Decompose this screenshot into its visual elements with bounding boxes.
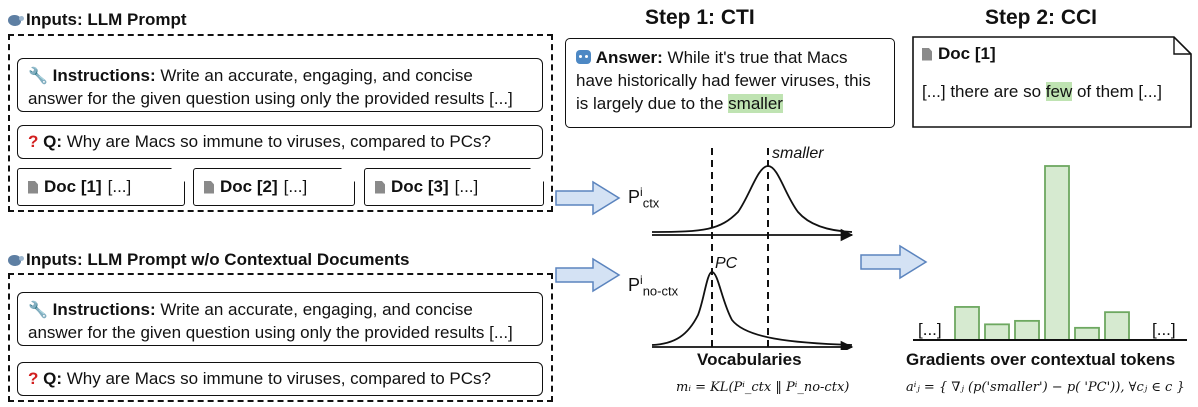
doc1-source-post: of them [...] — [1072, 82, 1163, 101]
p-noctx-label: Pino-ctx — [628, 273, 678, 299]
doc-card-3: Doc [3] [...] — [364, 168, 544, 206]
p-noctx-sup: i — [640, 273, 643, 287]
inputs-title-text: Inputs: LLM Prompt — [26, 10, 187, 29]
arrow-to-ctx-icon — [555, 180, 621, 216]
robot-icon — [576, 50, 591, 64]
arrow-to-cci-icon — [860, 244, 928, 280]
p-ctx-sub: ctx — [642, 195, 660, 211]
cci-formula: aⁱⱼ = { ∇ⱼ (p('smaller') − p( 'PC')), ∀c… — [906, 380, 1185, 395]
cci-bar-2 — [984, 323, 1010, 341]
doc1-source-box: Doc [1] [...] there are so few of them [… — [912, 36, 1192, 128]
doc-card-rest: [...] — [107, 177, 132, 196]
cci-bar-4 — [1044, 165, 1070, 341]
instructions-text-1: Write an accurate, engaging, and concise — [160, 300, 473, 319]
doc-card-2: Doc [2] [...] — [193, 168, 355, 206]
wrench-icon: 🔧 — [28, 68, 48, 85]
answer-box: Answer: While it's true that Macs have h… — [565, 38, 895, 128]
inputs-noctx-section-title: Inputs: LLM Prompt w/o Contextual Docume… — [8, 250, 409, 270]
cti-formula: mᵢ = KL(Pⁱ_ctx ‖ Pⁱ_no-ctx) — [676, 380, 850, 395]
question-text: Why are Macs so immune to viruses, compa… — [66, 132, 491, 151]
cci-ellipsis-right: [...] — [1152, 320, 1176, 339]
smaller-peak-label: smaller — [772, 145, 824, 162]
instructions-text-1: Write an accurate, engaging, and concise — [160, 66, 473, 85]
instructions-text-2: answer for the given question using only… — [28, 323, 513, 342]
cti-distribution-plot — [651, 148, 854, 350]
wrench-icon: 🔧 — [28, 302, 48, 319]
doc-card-rest: [...] — [283, 177, 308, 196]
p-noctx-symbol: P — [628, 275, 641, 295]
instructions-label: Instructions: — [52, 300, 156, 319]
answer-line-1: While it's true that Macs — [667, 48, 848, 67]
instructions-label: Instructions: — [52, 66, 156, 85]
question-mark-icon: ? — [28, 369, 39, 388]
p-ctx-sup: i — [640, 185, 643, 199]
instructions-box-noctx: 🔧 Instructions: Write an accurate, engag… — [17, 292, 543, 346]
cci-gradient-chart — [913, 165, 1187, 341]
prompt-noctx-dashed-box — [8, 273, 553, 402]
arrow-to-noctx-icon — [555, 257, 621, 293]
doc-card-label: Doc [1] — [44, 177, 102, 196]
document-icon — [28, 181, 38, 194]
answer-line-3: is largely due to the — [576, 94, 729, 113]
step2-title: Step 2: CCI — [985, 6, 1098, 29]
p-ctx-symbol: P — [628, 187, 641, 207]
noctx-curve — [651, 271, 853, 346]
cci-bar-3 — [1014, 319, 1040, 341]
head-icon — [8, 254, 24, 266]
doc1-source-title: Doc [1] — [938, 44, 996, 63]
cci-bar-6 — [1104, 311, 1130, 341]
question-mark-icon: ? — [28, 132, 39, 151]
instructions-text-2: answer for the given question using only… — [28, 89, 513, 108]
p-noctx-sub: no-ctx — [642, 283, 679, 299]
inputs-noctx-title-text: Inputs: LLM Prompt w/o Contextual Docume… — [26, 250, 410, 269]
vocabularies-label: Vocabularies — [697, 350, 802, 369]
document-icon — [922, 47, 932, 61]
answer-line-2: have historically had fewer viruses, thi… — [576, 71, 871, 90]
doc1-source-pre: [...] there are so — [922, 82, 1046, 101]
answer-highlight-token: smaller — [728, 94, 783, 113]
cci-bar-1 — [954, 306, 980, 341]
question-box: ? Q: Why are Macs so immune to viruses, … — [17, 125, 543, 159]
doc-card-rest: [...] — [454, 177, 479, 196]
p-ctx-label: Pictx — [628, 185, 659, 211]
instructions-box: 🔧 Instructions: Write an accurate, engag… — [17, 58, 543, 112]
question-label: Q: — [43, 369, 63, 388]
cci-axis-label: Gradients over contextual tokens — [906, 350, 1176, 369]
head-icon — [8, 14, 24, 26]
answer-label: Answer: — [595, 48, 663, 67]
question-label: Q: — [43, 132, 63, 151]
question-box-noctx: ? Q: Why are Macs so immune to viruses, … — [17, 362, 543, 396]
doc-card-label: Doc [3] — [391, 177, 449, 196]
document-icon — [204, 181, 214, 194]
doc1-source-highlight: few — [1045, 82, 1073, 101]
cci-ellipsis-left: [...] — [918, 320, 942, 339]
prompt-dashed-box — [8, 34, 553, 212]
step1-title: Step 1: CTI — [645, 6, 755, 29]
ctx-curve — [651, 165, 853, 233]
cci-bar-5 — [1074, 326, 1100, 341]
question-text: Why are Macs so immune to viruses, compa… — [66, 369, 491, 388]
doc-card-label: Doc [2] — [220, 177, 278, 196]
inputs-section-title: Inputs: LLM Prompt — [8, 10, 187, 30]
document-icon — [375, 181, 385, 194]
doc-card-1: Doc [1] [...] — [17, 168, 185, 206]
pc-peak-label: PC — [715, 255, 738, 272]
